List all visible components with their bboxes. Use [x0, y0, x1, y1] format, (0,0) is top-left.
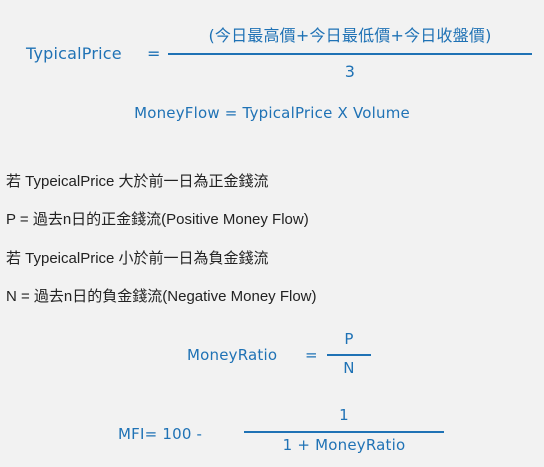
typical-price-fraction-bar: [168, 53, 532, 55]
rule-negative-definition: N = 過去n日的負金錢流(Negative Money Flow): [6, 288, 317, 305]
mfi-fraction-bar: [244, 431, 444, 433]
typical-price-numerator: (今日最高價+今日最低價+今日收盤價): [208, 26, 492, 45]
rule-negative-condition: 若 TypeicalPrice 小於前一日為負金錢流: [6, 250, 269, 267]
typical-price-equals: =: [147, 44, 161, 63]
rule-positive-condition: 若 TypeicalPrice 大於前一日為正金錢流: [6, 173, 269, 190]
money-flow-formula: MoneyFlow = TypicalPrice X Volume: [134, 104, 410, 122]
money-ratio-fraction-bar: [327, 354, 371, 356]
money-ratio-denominator: N: [343, 359, 355, 377]
typical-price-lhs: TypicalPrice: [26, 44, 122, 63]
money-ratio-lhs: MoneyRatio: [187, 346, 278, 364]
typical-price-denominator: 3: [344, 62, 356, 81]
mfi-numerator: 1: [339, 406, 349, 424]
money-ratio-equals: =: [305, 346, 318, 364]
money-ratio-numerator: P: [344, 330, 354, 348]
rule-positive-definition: P = 過去n日的正金錢流(Positive Money Flow): [6, 211, 309, 228]
mfi-denominator: 1 + MoneyRatio: [282, 436, 406, 454]
mfi-lhs: MFI= 100 -: [118, 425, 203, 443]
